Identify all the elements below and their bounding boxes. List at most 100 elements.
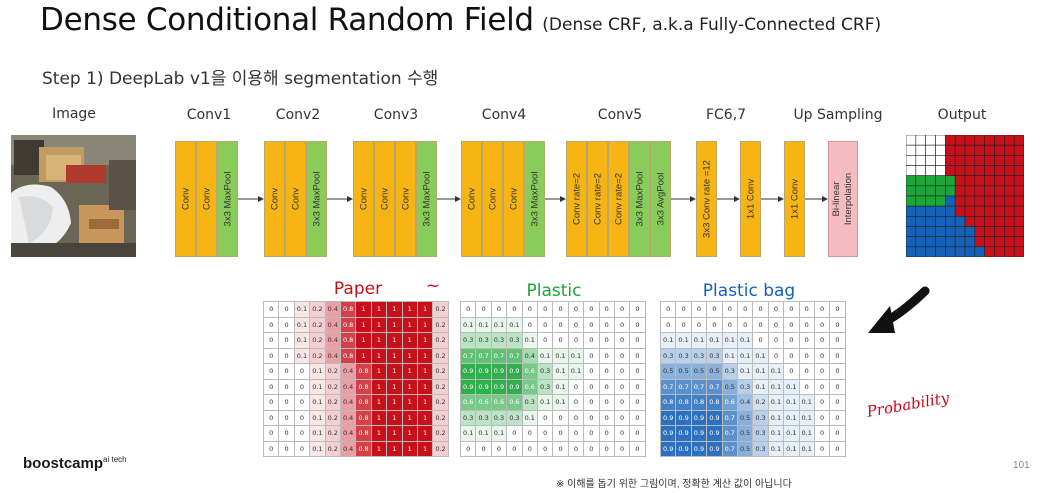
output-cell bbox=[925, 216, 936, 227]
output-cell bbox=[974, 246, 985, 257]
output-cell bbox=[945, 175, 956, 187]
output-cell bbox=[925, 205, 936, 217]
title-main: Dense Conditional Random Field bbox=[40, 2, 534, 38]
output-cell bbox=[906, 165, 917, 176]
label-upsampling: Up Sampling bbox=[793, 107, 883, 123]
grid-cell: 0.8 bbox=[339, 347, 357, 364]
paper-grid-title: Paper bbox=[333, 279, 383, 299]
grid-cell: 0 bbox=[567, 378, 585, 395]
grid-cell: 0.3 bbox=[536, 363, 554, 380]
grid-cell: 0.1 bbox=[309, 425, 326, 442]
grid-cell: 0 bbox=[278, 394, 295, 411]
grid-cell: 1 bbox=[401, 394, 418, 411]
output-cell bbox=[935, 175, 946, 187]
grid-cell: 0.1 bbox=[506, 316, 523, 333]
grid-cell: 0 bbox=[813, 301, 831, 318]
output-cell bbox=[945, 246, 956, 257]
grid-cell: 1 bbox=[416, 378, 434, 395]
grid-cell: 0.2 bbox=[309, 347, 326, 364]
output-cell bbox=[1013, 175, 1024, 187]
grid-cell: 0.3 bbox=[459, 332, 477, 349]
grid-cell: 0.1 bbox=[798, 425, 815, 442]
grid-cell: 0.5 bbox=[675, 363, 692, 380]
output-cell bbox=[945, 195, 956, 207]
grid-cell: 0 bbox=[629, 440, 646, 457]
grid-cell: 0.2 bbox=[324, 378, 341, 395]
conv4-maxpool: 3x3 MaxPool bbox=[524, 141, 545, 257]
conv1-conv-b: Conv bbox=[196, 141, 217, 257]
grid-cell: 1 bbox=[416, 347, 434, 364]
grid-cell: 1 bbox=[416, 440, 434, 457]
grid-cell: 0.4 bbox=[339, 363, 357, 380]
grid-cell: 0.1 bbox=[767, 378, 785, 395]
conv3-conv-c: Conv bbox=[395, 141, 416, 257]
output-cell bbox=[935, 165, 946, 176]
grid-cell: 1 bbox=[386, 347, 403, 364]
grid-cell: 0.1 bbox=[309, 409, 326, 426]
grid-cell: 0 bbox=[490, 301, 508, 318]
grid-cell: 1 bbox=[355, 301, 372, 318]
grid-cell: 0 bbox=[629, 394, 646, 411]
grid-cell: 0 bbox=[552, 425, 569, 442]
grid-cell: 0 bbox=[659, 301, 677, 318]
grid-cell: 0.1 bbox=[536, 347, 554, 364]
grid-cell: 0.3 bbox=[675, 347, 692, 364]
grid-cell: 0 bbox=[583, 332, 600, 349]
grid-cell: 0.1 bbox=[767, 409, 785, 426]
grid-cell: 1 bbox=[386, 332, 403, 349]
grid-cell: 0.2 bbox=[432, 425, 449, 442]
grid-cell: 0 bbox=[278, 347, 295, 364]
output-cell bbox=[925, 236, 936, 248]
grid-cell: 1 bbox=[416, 425, 434, 442]
grid-cell: 0 bbox=[278, 332, 295, 349]
grid-cell: 0.5 bbox=[736, 425, 754, 442]
grid-cell: 0 bbox=[613, 394, 631, 411]
output-cell bbox=[974, 185, 985, 197]
output-cell bbox=[964, 135, 976, 146]
output-cell bbox=[994, 165, 1005, 176]
grid-cell: 0.9 bbox=[706, 409, 723, 426]
output-cell bbox=[1004, 205, 1015, 217]
grid-cell: 0.5 bbox=[659, 363, 677, 380]
output-cell bbox=[1004, 144, 1015, 156]
grid-cell: 0 bbox=[552, 409, 569, 426]
output-cell bbox=[974, 195, 985, 207]
output-cell bbox=[915, 236, 926, 248]
output-cell bbox=[1013, 216, 1024, 227]
output-cell bbox=[954, 135, 966, 146]
grid-cell: 1 bbox=[386, 425, 403, 442]
grid-cell: 0 bbox=[459, 440, 477, 457]
grid-cell: 0 bbox=[629, 347, 646, 364]
grid-cell: 0 bbox=[706, 301, 723, 318]
grid-cell: 0.6 bbox=[459, 394, 477, 411]
label-conv2: Conv2 bbox=[275, 107, 321, 123]
grid-cell: 0.8 bbox=[690, 394, 708, 411]
grid-cell: 0.6 bbox=[721, 394, 738, 411]
grid-cell: 0.3 bbox=[475, 332, 492, 349]
grid-cell: 0 bbox=[629, 332, 646, 349]
grid-cell: 0 bbox=[583, 316, 600, 333]
output-cell bbox=[954, 226, 966, 237]
output-cell bbox=[915, 144, 926, 156]
conv5-conv-c: Conv rate=2 bbox=[608, 141, 629, 257]
grid-cell: 0 bbox=[629, 363, 646, 380]
grid-cell: 0 bbox=[583, 363, 600, 380]
grid-cell: 0.2 bbox=[324, 440, 341, 457]
grid-cell: 0.1 bbox=[736, 332, 754, 349]
grid-cell: 0.1 bbox=[309, 394, 326, 411]
grid-cell: 0 bbox=[278, 363, 295, 380]
output-cell bbox=[925, 135, 936, 146]
grid-cell: 0.9 bbox=[459, 363, 477, 380]
conv2-conv-a: Conv bbox=[264, 141, 285, 257]
grid-cell: 0 bbox=[262, 394, 280, 411]
grid-cell: 0 bbox=[690, 316, 708, 333]
output-cell bbox=[945, 185, 956, 197]
conv3-conv-a: Conv bbox=[353, 141, 374, 257]
grid-cell: 0 bbox=[521, 316, 538, 333]
grid-cell: 0 bbox=[583, 301, 600, 318]
output-cell bbox=[906, 205, 917, 217]
grid-cell: 0.1 bbox=[783, 378, 800, 395]
grid-cell: 0 bbox=[829, 363, 846, 380]
grid-cell: 1 bbox=[386, 378, 403, 395]
output-cell bbox=[906, 195, 917, 207]
